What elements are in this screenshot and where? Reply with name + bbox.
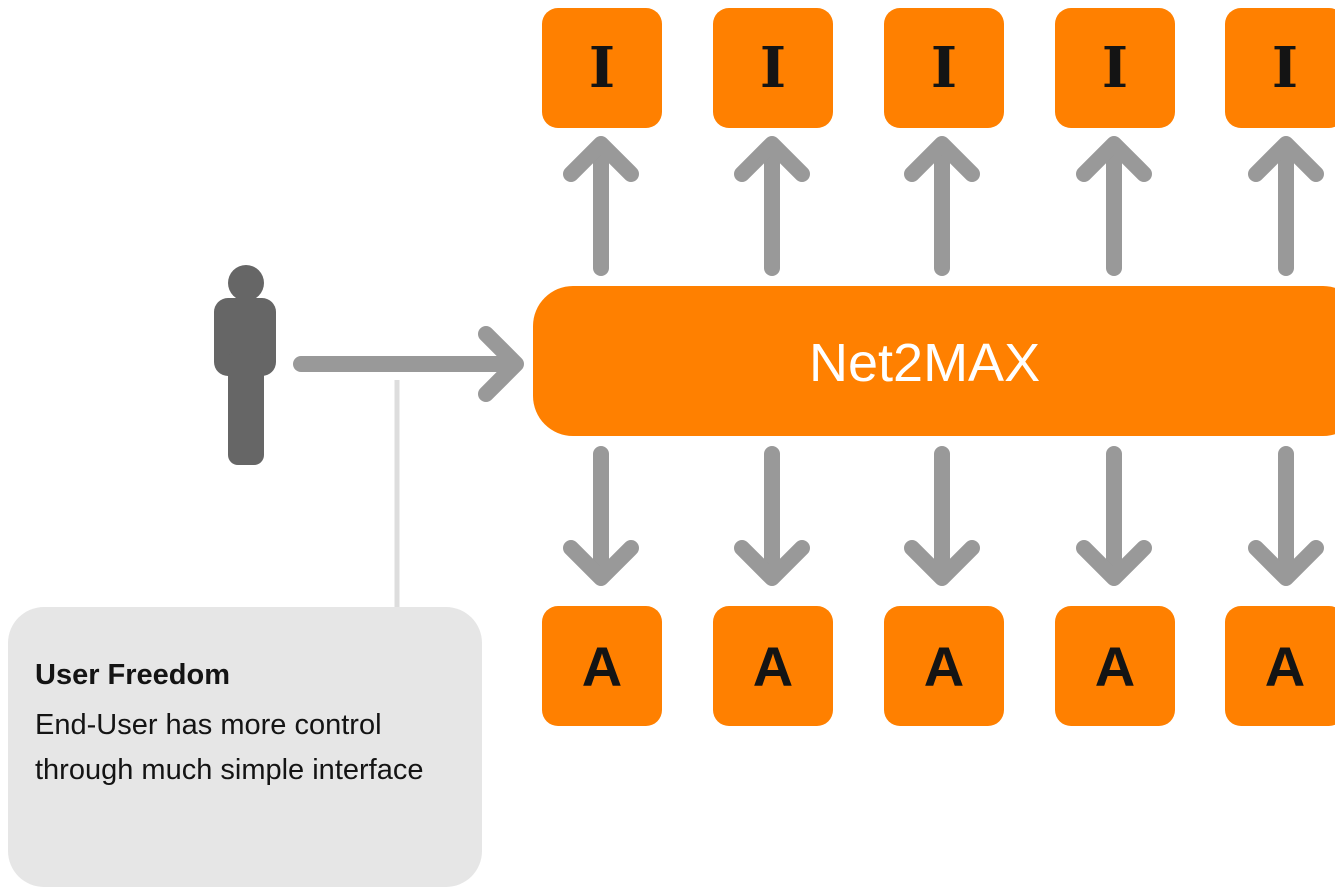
user-to-hub-arrow (293, 326, 524, 402)
bottom-box-1: A (542, 606, 662, 726)
top-box-label: I (759, 35, 787, 101)
down-arrow-3 (904, 446, 980, 586)
top-box-label: I (930, 35, 958, 101)
up-arrow-4 (1076, 136, 1152, 276)
hub-label: Net2MAX (809, 333, 1041, 393)
top-box-2: I (713, 8, 833, 128)
bottom-box-2: A (713, 606, 833, 726)
bottom-box-label: A (581, 634, 623, 698)
top-box-4: I (1055, 8, 1175, 128)
down-arrow-5 (1248, 446, 1324, 586)
down-arrow-2 (734, 446, 810, 586)
person-icon (214, 265, 276, 465)
up-arrow-5 (1248, 136, 1324, 276)
bottom-box-3: A (884, 606, 1004, 726)
top-box-label: I (1271, 35, 1299, 101)
net2max-hub: Net2MAX (533, 286, 1335, 436)
callout-title: User Freedom (35, 659, 231, 691)
up-arrow-3 (904, 136, 980, 276)
down-arrow-1 (563, 446, 639, 586)
down-arrow-4 (1076, 446, 1152, 586)
top-box-label: I (1101, 35, 1129, 101)
top-box-label: I (588, 35, 616, 101)
top-box-1: I (542, 8, 662, 128)
user-freedom-callout: User Freedom End-User has more control t… (8, 607, 482, 887)
bottom-box-label: A (1094, 634, 1136, 698)
bottom-box-4: A (1055, 606, 1175, 726)
top-box-3: I (884, 8, 1004, 128)
bottom-box-5: A (1225, 606, 1335, 726)
up-arrow-1 (563, 136, 639, 276)
top-box-5: I (1225, 8, 1335, 128)
callout-text: End-User has more control through much s… (35, 709, 424, 786)
bottom-box-label: A (923, 634, 965, 698)
bottom-box-label: A (1264, 634, 1306, 698)
bottom-box-label: A (752, 634, 794, 698)
up-arrow-2 (734, 136, 810, 276)
